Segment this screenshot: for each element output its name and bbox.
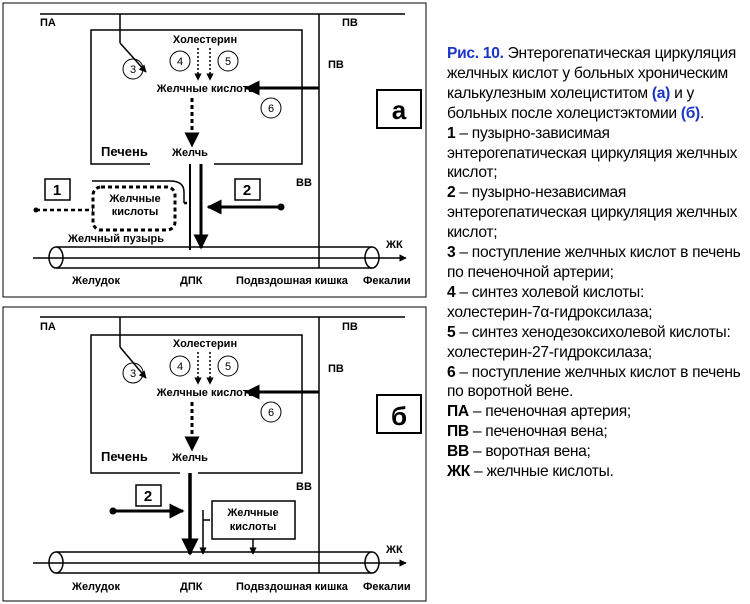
feces-label: Фекалии bbox=[363, 275, 411, 287]
circle-3-b: 3 bbox=[130, 368, 136, 380]
stomach-label-b: Желудок bbox=[71, 581, 120, 593]
vv-label-b: ВВ bbox=[296, 481, 312, 493]
circle-4: 4 bbox=[177, 56, 183, 68]
pa-label: ПА bbox=[40, 17, 56, 29]
caption-intro: Рис. 10. Энтерогепатическая циркуляция ж… bbox=[447, 45, 736, 122]
gb-acids-2: кислоты bbox=[112, 206, 158, 218]
box-1: 1 bbox=[53, 182, 61, 199]
circle-6: 6 bbox=[268, 103, 274, 115]
acids-box-2: кислоты bbox=[230, 521, 276, 533]
pv-top-label-b: ПВ bbox=[342, 321, 358, 333]
zhk-label: ЖК bbox=[385, 239, 403, 251]
feces-label-b: Фекалии bbox=[363, 581, 411, 593]
caption-title: Рис. 10. bbox=[447, 45, 504, 62]
bile-acids-label: Желчные кислоты bbox=[156, 83, 258, 95]
caption-item-5: 5 – синтез хенодезоксихолевой кислоты: х… bbox=[447, 323, 731, 361]
figure-caption: Рис. 10. Энтерогепатическая циркуляция ж… bbox=[447, 44, 747, 482]
vv-label: ВВ bbox=[296, 177, 312, 189]
liver-label: Печень bbox=[101, 144, 148, 159]
caption-abbr-pa: ПА – печеночная артерия; bbox=[447, 403, 631, 421]
ileum-label: Подвздошная кишка bbox=[236, 275, 349, 287]
panel-b: ПА ПВ ПВ ВВ Холестерин Желчные кислоты 3… bbox=[2, 306, 427, 602]
circle-3: 3 bbox=[130, 64, 136, 76]
caption-abbr-vv: ВВ – воротная вена; bbox=[447, 443, 591, 461]
box-2: 2 bbox=[243, 182, 251, 199]
bile-acids-label-b: Желчные кислоты bbox=[156, 387, 258, 399]
caption-item-3: 3 – поступление желчных кислот в печень … bbox=[447, 244, 741, 281]
zhk-label-b: ЖК bbox=[385, 544, 403, 556]
panel-a-tag: а bbox=[392, 95, 407, 125]
pv-label-b: ПВ bbox=[328, 363, 344, 375]
cholesterol-label: Холестерин bbox=[173, 34, 237, 46]
stomach-label: Желудок bbox=[71, 275, 120, 287]
gb-acids-1: Желчные bbox=[108, 193, 160, 205]
pv-label: ПВ bbox=[328, 59, 344, 71]
caption-abbr-pv: ПВ – печеночная вена; bbox=[447, 423, 608, 441]
pv-top-label: ПВ bbox=[342, 17, 358, 29]
ileum-label-b: Подвздошная кишка bbox=[236, 581, 349, 593]
caption-item-2: 2 – пузырно-независимая энтерогепатическ… bbox=[447, 184, 738, 242]
acids-box-1: Желчные bbox=[226, 507, 278, 519]
panel-a: ПА ПВ ПВ ВВ Холестерин Желчные кислоты 3… bbox=[2, 2, 427, 298]
caption-abbr-zhk: ЖК – желчные кислоты. bbox=[447, 463, 614, 481]
liver-label-b: Печень bbox=[101, 449, 148, 464]
circle-4-b: 4 bbox=[177, 361, 183, 373]
dpk-label: ДПК bbox=[180, 275, 203, 287]
dpk-label-b: ДПК bbox=[180, 581, 203, 593]
gallbladder-label: Желчный пузырь bbox=[67, 233, 164, 245]
circle-5: 5 bbox=[225, 56, 231, 68]
bile-label: Желчь bbox=[171, 147, 208, 159]
circle-5-b: 5 bbox=[225, 361, 231, 373]
box-2-b: 2 bbox=[144, 488, 152, 505]
pa-label-b: ПА bbox=[40, 321, 56, 333]
caption-item-4: 4 – синтез холевой кислоты: холестерин-7… bbox=[447, 283, 653, 321]
panel-b-tag: б bbox=[391, 401, 407, 431]
bile-label-b: Желчь bbox=[171, 452, 208, 464]
caption-item-1: 1 – пузырно-зависимая энтерогепатическая… bbox=[447, 124, 738, 182]
cholesterol-label-b: Холестерин bbox=[173, 338, 237, 350]
caption-item-6: 6 – поступление желчных кислот в печень … bbox=[447, 363, 741, 401]
circle-6-b: 6 bbox=[268, 407, 274, 419]
